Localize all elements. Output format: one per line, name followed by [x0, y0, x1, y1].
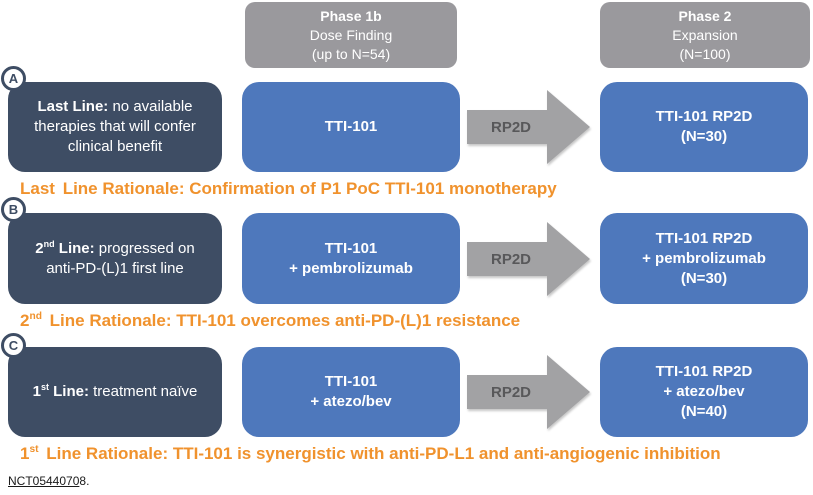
cohort-b-phase2-box: TTI-101 RP2D + pembrolizumab (N=30) [600, 213, 808, 304]
phase2-header: Phase 2 Expansion (N=100) [600, 2, 810, 68]
cohort-a-phase2-n: (N=30) [680, 128, 728, 145]
nct-reference: NCT05440708. [8, 474, 89, 488]
nct-number-link[interactable]: NCT0544070 [8, 474, 80, 488]
cohort-c-phase1-combo: + atezo/bev [310, 393, 392, 410]
right-arrow-icon [467, 355, 590, 429]
cohort-b-criteria-text: 2nd Line: progressed on anti-PD-(L)1 fir… [35, 238, 195, 277]
cohort-b-rationale: 2nd Line Rationale: TTI-101 overcomes an… [20, 311, 521, 330]
phase1b-subtitle: Dose Finding [309, 26, 393, 43]
cohort-c-phase1-box: TTI-101 + atezo/bev [242, 347, 460, 437]
nct-period: 8. [79, 474, 90, 488]
cohort-a-criteria-text: Last Line: no available therapies that w… [34, 98, 196, 155]
cohort-a-phase2-box: TTI-101 RP2D (N=30) [600, 82, 808, 172]
phase1b-header: Phase 1b Dose Finding (up to N=54) [245, 2, 457, 68]
cohort-a-badge: A [1, 66, 26, 91]
cohort-c-rp2d-arrow: RP2D [467, 352, 592, 432]
cohort-a-rp2d-arrow: RP2D [467, 87, 592, 167]
cohort-b-phase1-box: TTI-101 + pembrolizumab [242, 213, 460, 304]
cohort-a-phase1-line: TTI-101 [324, 118, 378, 135]
cohort-b-phase1-combo: + pembrolizumab [289, 259, 413, 277]
cohort-c-badge: C [1, 333, 26, 358]
cohort-c-rationale: 1st Line Rationale: TTI-101 is synergist… [20, 444, 721, 463]
cohort-b-letter: B [8, 202, 19, 217]
phase2-subtitle: Expansion [672, 26, 738, 43]
cohort-c-phase2-box: TTI-101 RP2D + atezo/bev (N=40) [600, 347, 808, 437]
phase1b-n: (up to N=54) [311, 45, 391, 62]
cohort-a-phase2-line: TTI-101 RP2D [655, 108, 753, 125]
right-arrow-icon [467, 222, 590, 296]
cohort-b-phase2-combo: + pembrolizumab [642, 249, 766, 267]
cohort-c-arrow-label: RP2D [490, 383, 531, 401]
cohort-c-phase2-n: (N=40) [680, 403, 728, 420]
cohort-b-phase2-line: TTI-101 RP2D [655, 229, 753, 247]
cohort-a-rationale: Last Line Rationale: Confirmation of P1 … [20, 179, 557, 198]
phase2-title: Phase 2 [678, 7, 732, 24]
phase2-n: (N=100) [679, 45, 731, 62]
cohort-c-phase2-line: TTI-101 RP2D [655, 363, 753, 380]
cohort-a-letter: A [8, 71, 19, 86]
cohort-b-arrow-label: RP2D [490, 250, 531, 268]
cohort-b-phase2-n: (N=30) [680, 269, 728, 287]
cohort-b-rp2d-arrow: RP2D [467, 219, 592, 299]
cohort-a-phase1-box: TTI-101 [242, 82, 460, 172]
cohort-c-letter: C [8, 338, 19, 353]
phase1b-title: Phase 1b [320, 7, 382, 24]
right-arrow-icon [467, 90, 590, 164]
cohort-a-criteria-box: Last Line: no available therapies that w… [8, 82, 222, 172]
cohort-c-phase1-line: TTI-101 [324, 373, 378, 390]
cohort-c-criteria-text: 1st Line: treatment naïve [32, 382, 198, 401]
cohort-c-phase2-combo: + atezo/bev [663, 383, 745, 400]
cohort-a-arrow-label: RP2D [490, 118, 531, 136]
cohort-c-criteria-box: 1st Line: treatment naïve [8, 347, 222, 437]
cohort-b-criteria-box: 2nd Line: progressed on anti-PD-(L)1 fir… [8, 213, 222, 304]
cohort-b-badge: B [1, 197, 26, 222]
cohort-b-phase1-line: TTI-101 [324, 239, 378, 257]
